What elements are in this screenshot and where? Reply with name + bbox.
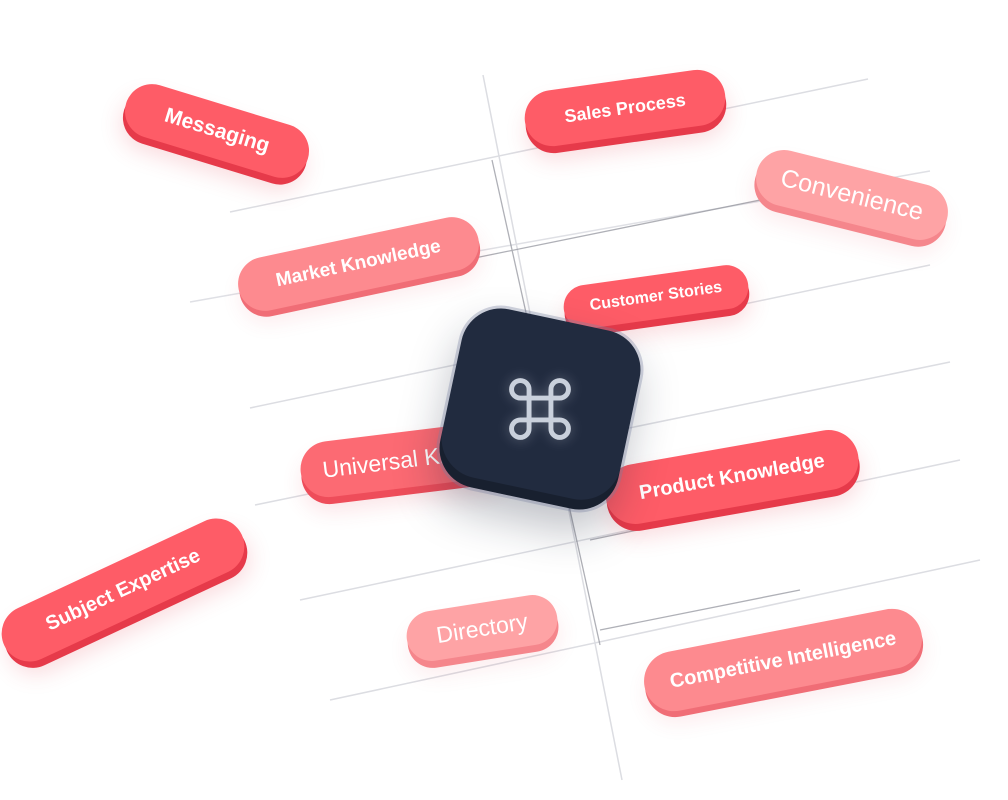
command-key-icon: [509, 378, 571, 440]
command-keycap: [432, 301, 648, 517]
